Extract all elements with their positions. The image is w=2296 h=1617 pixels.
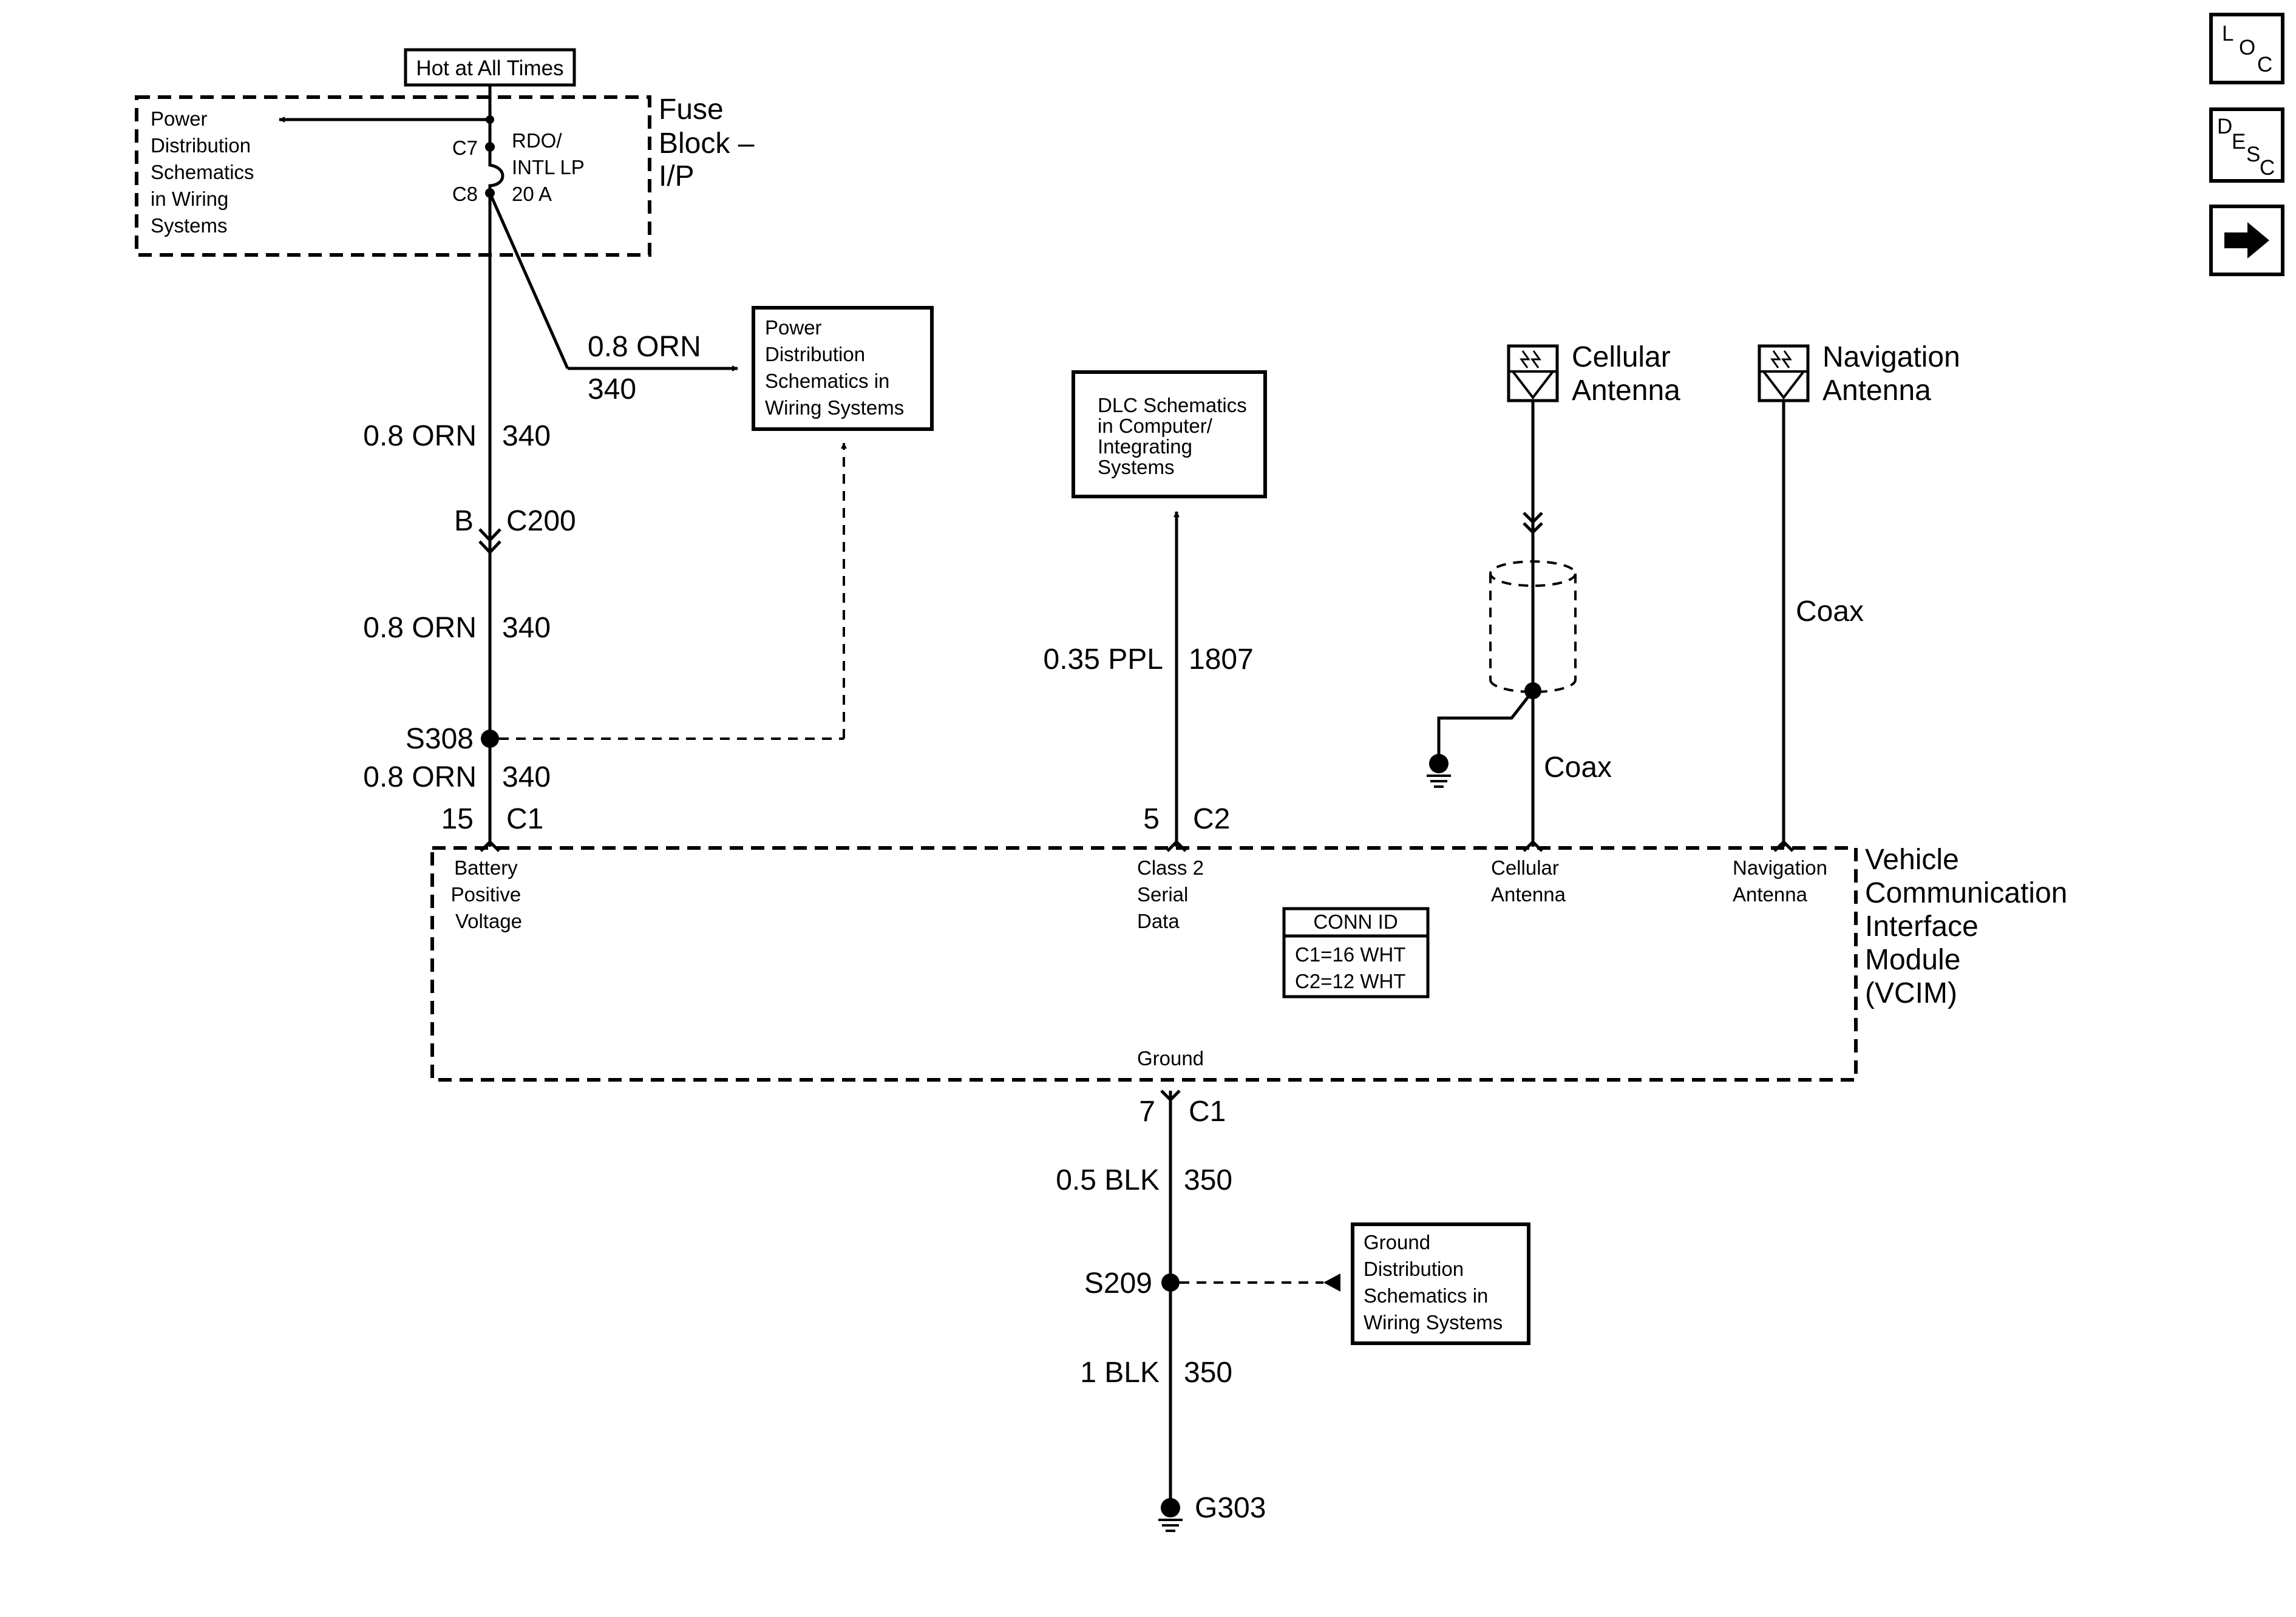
circuit-label: 350 xyxy=(1184,1357,1232,1389)
ground-g303-label: G303 xyxy=(1195,1492,1266,1524)
coax-shield xyxy=(1489,560,1577,693)
location-button[interactable]: L O C xyxy=(2209,13,2284,84)
antenna-icon xyxy=(1507,344,1559,402)
connector-id-title: CONN ID xyxy=(1313,910,1398,933)
cellular-coax-label: Coax xyxy=(1544,751,1612,784)
branch-circuit: 340 xyxy=(588,373,636,405)
power-distribution-reference-box: Power Distribution Schematics in Wiring … xyxy=(752,306,934,431)
connector-id-values: C1=16 WHT C2=12 WHT xyxy=(1295,943,1411,992)
fuse-block-name: Fuse Block – I/P xyxy=(659,93,763,192)
splice-s308 xyxy=(481,730,499,748)
terminal-ground: Ground xyxy=(1137,1047,1204,1070)
wire-size-label: 0.5 BLK xyxy=(1056,1164,1160,1196)
terminal-battery-positive-voltage: Battery Positive Voltage xyxy=(451,856,527,932)
circuit-label: 340 xyxy=(502,420,551,452)
wire-size-label: 0.35 PPL xyxy=(1044,643,1163,676)
splice-s308-label: S308 xyxy=(406,723,474,755)
vcim-pin-7: 7 xyxy=(1139,1096,1155,1128)
right-arrow-icon xyxy=(2224,222,2269,259)
circuit-label: 340 xyxy=(502,761,551,793)
splice-s209-label: S209 xyxy=(1084,1267,1152,1300)
power-wire: 0.8 ORN 340 0.8 ORN 340 B C200 0.8 ORN 3… xyxy=(363,192,847,852)
branch-wire-size: 0.8 ORN xyxy=(588,331,701,363)
c200-connector-symbol xyxy=(478,528,501,555)
vcim-module: Vehicle Communication Interface Module (… xyxy=(430,844,2076,1082)
c200-connector-label: C200 xyxy=(506,505,576,537)
vcim-connector-c2: C2 xyxy=(1193,803,1230,835)
navigation-coax-label: Coax xyxy=(1796,595,1864,628)
location-button-label: L O C xyxy=(2222,22,2272,76)
fuse-block: Hot at All Times Fuse Block – I/P RDO/ I… xyxy=(135,48,763,257)
c200-pin: B xyxy=(454,505,474,537)
vcim-name: Vehicle Communication Interface Module (… xyxy=(1865,844,2076,1009)
splice-s209 xyxy=(1161,1273,1180,1292)
ground-distribution-reference-box: Ground Distribution Schematics in Wiring… xyxy=(1351,1222,1530,1345)
dlc-circuit: DLC Schematics in Computer/ Integrating … xyxy=(1044,370,1267,852)
ground-icon xyxy=(1427,754,1451,788)
wire-size-label: 1 BLK xyxy=(1080,1357,1160,1389)
navigation-antenna-label: Navigation Antenna xyxy=(1822,341,1968,407)
description-button[interactable]: D E S C xyxy=(2209,107,2284,183)
fuse-pin-c7: C7 xyxy=(452,137,478,159)
ground-distribution-reference-text: Ground Distribution Schematics in Wiring… xyxy=(1364,1231,1503,1334)
hot-at-all-times-label: Hot at All Times xyxy=(416,56,563,80)
ground-circuit: 7 C1 0.5 BLK 350 S209 1 BLK 350 G303 Gro… xyxy=(1056,1090,1530,1532)
connector-id-box: CONN ID C1=16 WHT C2=12 WHT xyxy=(1282,907,1430,998)
power-distribution-reference: Power Distribution Schematics in Wiring … xyxy=(151,107,260,237)
vcim-pin-5: 5 xyxy=(1143,803,1160,835)
vcim-pin-15: 15 xyxy=(441,803,474,835)
circuit-label: 340 xyxy=(502,612,551,644)
dlc-reference-box xyxy=(1072,370,1267,498)
description-button-label: D E S C xyxy=(2217,115,2275,180)
dlc-reference-text: DLC Schematics in Computer/ Integrating … xyxy=(1098,394,1252,478)
vcim-connector-c1: C1 xyxy=(1189,1096,1226,1128)
circuit-label: 1807 xyxy=(1189,643,1254,676)
cellular-antenna-label: Cellular Antenna xyxy=(1572,341,1680,407)
wire-size-label: 0.8 ORN xyxy=(363,612,477,644)
wire-size-label: 0.8 ORN xyxy=(363,761,477,793)
next-page-button[interactable] xyxy=(2209,205,2284,276)
ground-icon xyxy=(1158,1498,1183,1532)
wire-size-label: 0.8 ORN xyxy=(363,420,477,452)
terminal-class-2-serial-data: Class 2 Serial Data xyxy=(1137,856,1209,932)
power-distribution-reference-text: Power Distribution Schematics in Wiring … xyxy=(765,316,904,419)
fuse-pin-c8: C8 xyxy=(452,183,478,205)
hot-at-all-times-box xyxy=(404,48,576,87)
fuse-symbol xyxy=(488,147,504,193)
cellular-antenna-circuit: Cellular Antenna Coax xyxy=(1427,341,1680,852)
terminal-navigation-antenna: Navigation Antenna xyxy=(1733,856,1833,906)
vcim-connector-c1: C1 xyxy=(506,803,543,835)
fuse-rating: RDO/ INTL LP 20 A xyxy=(512,129,589,205)
navigation-antenna-circuit: Navigation Antenna Coax xyxy=(1758,341,1968,852)
antenna-icon xyxy=(1758,344,1810,402)
terminal-cellular-antenna: Cellular Antenna xyxy=(1491,856,1566,906)
circuit-label: 350 xyxy=(1184,1164,1232,1196)
